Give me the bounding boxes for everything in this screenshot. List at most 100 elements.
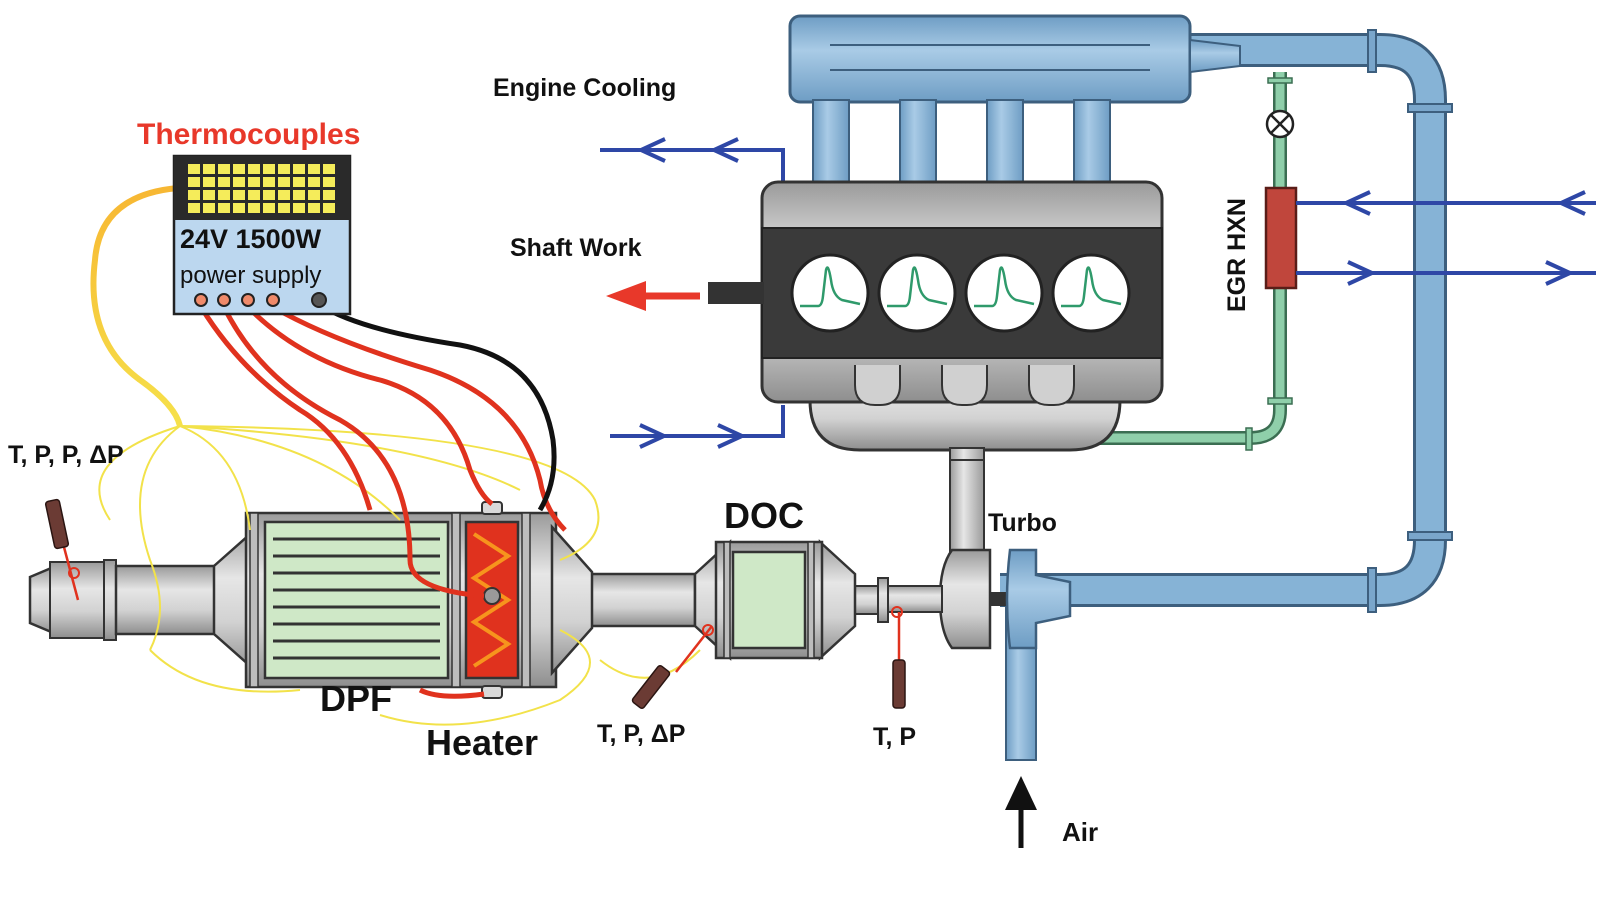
display-cell bbox=[323, 190, 335, 200]
thermocouple-bundle bbox=[90, 185, 183, 427]
sensor-turbo bbox=[891, 606, 906, 709]
pipe-flange bbox=[1407, 103, 1453, 113]
egr-heat-exchanger bbox=[1264, 186, 1298, 290]
terminal bbox=[217, 293, 231, 307]
display-cell bbox=[188, 190, 200, 200]
label-egr-hxn: EGR HXN bbox=[1223, 198, 1251, 312]
doc-catalyst bbox=[731, 550, 807, 650]
pressure-trace-icon bbox=[887, 266, 948, 308]
coolant-arrow-icon bbox=[717, 423, 747, 449]
display-cell bbox=[233, 203, 245, 213]
label-sensor-inlet: T, P, P, ΔP bbox=[8, 441, 124, 469]
egr-coolant-lines bbox=[1296, 190, 1596, 286]
label-engine-cooling: Engine Cooling bbox=[493, 74, 676, 102]
pressure-trace-icon bbox=[1061, 266, 1122, 308]
display-cell bbox=[203, 177, 215, 187]
display-cell bbox=[308, 190, 320, 200]
display-cell bbox=[218, 203, 230, 213]
label-turbo: Turbo bbox=[988, 509, 1057, 537]
label-doc: DOC bbox=[724, 495, 804, 536]
display-cell bbox=[248, 203, 260, 213]
display-cell bbox=[278, 190, 290, 200]
display-cell bbox=[278, 177, 290, 187]
cylinder-4 bbox=[1051, 253, 1131, 333]
display-cell bbox=[263, 203, 275, 213]
display-cell bbox=[248, 164, 260, 174]
output-shaft bbox=[708, 282, 764, 304]
label-sensor-turbo: T, P bbox=[873, 723, 916, 751]
display-cell bbox=[278, 203, 290, 213]
display-cell bbox=[263, 164, 275, 174]
dpf-unit bbox=[28, 501, 594, 699]
engine bbox=[708, 180, 1164, 461]
label-shaft-work: Shaft Work bbox=[510, 234, 642, 262]
display-cell bbox=[218, 190, 230, 200]
display-cell bbox=[248, 177, 260, 187]
terminal-ground bbox=[311, 292, 327, 308]
display-cell bbox=[323, 177, 335, 187]
display-cell bbox=[263, 177, 275, 187]
display-cell bbox=[323, 203, 335, 213]
cylinder-2 bbox=[877, 253, 957, 333]
crankcase-lobes bbox=[854, 365, 1075, 406]
display-cell bbox=[233, 164, 245, 174]
power-wires bbox=[198, 302, 567, 699]
display-cell bbox=[188, 164, 200, 174]
display-cell bbox=[323, 164, 335, 174]
display-cells bbox=[188, 164, 335, 213]
compressor bbox=[1005, 548, 1072, 650]
terminal bbox=[241, 293, 255, 307]
engine-cooling-lines bbox=[600, 137, 785, 449]
sensor-inlet bbox=[44, 498, 80, 601]
intake-runners bbox=[812, 99, 1111, 196]
coolant-arrow-icon bbox=[1556, 190, 1586, 216]
thermocouple-wires bbox=[98, 425, 701, 726]
pipe-flange bbox=[1367, 567, 1377, 613]
heater-terminal bbox=[483, 587, 501, 605]
dpf-filter bbox=[263, 520, 450, 680]
exhaust-downpipe bbox=[949, 459, 985, 556]
display-cell bbox=[293, 203, 305, 213]
egr-valve-icon bbox=[1265, 109, 1295, 139]
display-cell bbox=[218, 164, 230, 174]
display-cell bbox=[203, 203, 215, 213]
pressure-trace-icon bbox=[800, 266, 861, 308]
pipe-flange bbox=[1367, 29, 1377, 73]
display-cell bbox=[293, 164, 305, 174]
terminal bbox=[194, 293, 208, 307]
label-heater: Heater bbox=[426, 722, 538, 763]
label-sensor-doc: T, P, ΔP bbox=[597, 720, 685, 748]
coolant-arrow-icon bbox=[1545, 260, 1575, 286]
egr-loop bbox=[1090, 72, 1298, 451]
intake-manifold bbox=[788, 14, 1241, 196]
coolant-arrow-icon bbox=[1347, 260, 1377, 286]
display-cell bbox=[203, 164, 215, 174]
power-supply-name: power supply bbox=[180, 262, 321, 289]
air-inlet-arrow-icon bbox=[1005, 776, 1037, 848]
display-cell bbox=[248, 190, 260, 200]
terminal bbox=[266, 293, 280, 307]
heater-element bbox=[464, 501, 520, 699]
coolant-arrow-icon bbox=[709, 137, 739, 163]
display-cell bbox=[188, 203, 200, 213]
display-cell bbox=[233, 190, 245, 200]
label-thermocouples: Thermocouples bbox=[137, 118, 360, 151]
display-cell bbox=[293, 177, 305, 187]
sensor-doc bbox=[631, 624, 714, 709]
label-dpf: DPF bbox=[320, 678, 392, 719]
shaft-work-arrow-icon bbox=[606, 281, 700, 311]
display-cell bbox=[308, 203, 320, 213]
display-cell bbox=[218, 177, 230, 187]
display-cell bbox=[308, 177, 320, 187]
coolant-arrow-icon bbox=[636, 137, 666, 163]
display-cell bbox=[293, 190, 305, 200]
display-cell bbox=[188, 177, 200, 187]
turbocharger bbox=[879, 459, 1072, 650]
display-cell bbox=[278, 164, 290, 174]
display-cell bbox=[308, 164, 320, 174]
doc-unit bbox=[693, 539, 857, 661]
coolant-arrow-icon bbox=[639, 423, 669, 449]
power-supply: 24V 1500W power supply bbox=[172, 154, 352, 316]
cylinder-3 bbox=[964, 253, 1044, 333]
